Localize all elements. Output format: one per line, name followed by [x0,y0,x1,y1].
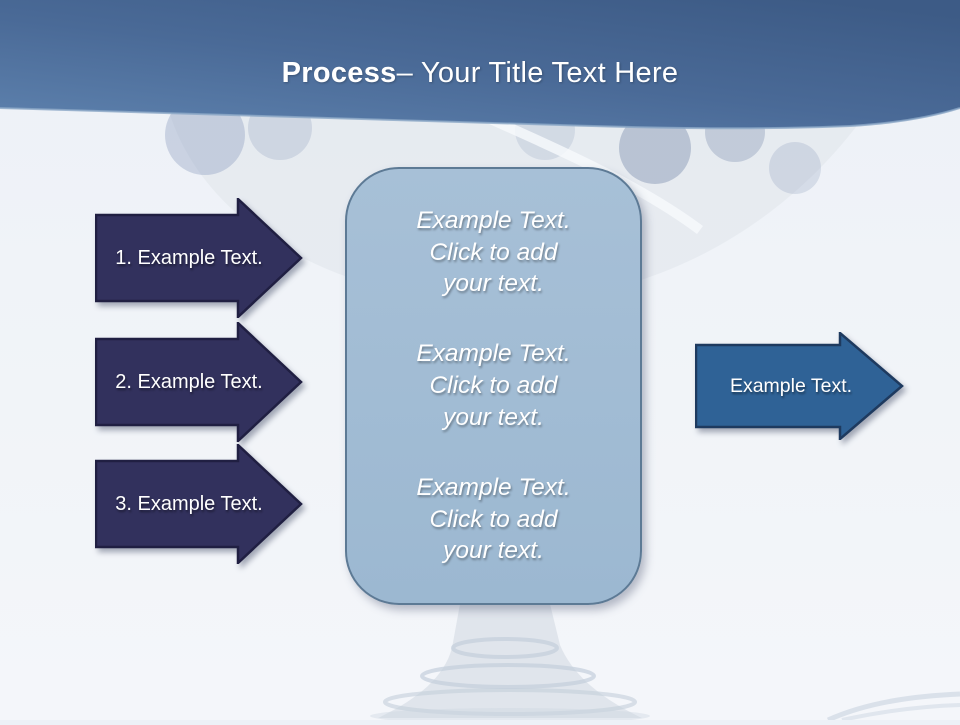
right-arrow-shape [95,444,303,564]
center-text-box[interactable]: Example Text. Click to add your text. Ex… [345,167,642,605]
center-box-paragraph-1[interactable]: Example Text. Click to add your text. [416,206,571,298]
process-step-1-label: 1. Example Text. [115,246,263,269]
header-band [0,0,960,160]
page-title-emphasis: Process [281,56,397,89]
process-step-2-arrow[interactable]: 2. Example Text. [95,322,303,442]
result-arrow[interactable]: Example Text. [695,332,904,440]
center-box-paragraph-2[interactable]: Example Text. Click to add your text. [416,340,571,431]
right-arrow-shape [695,332,904,440]
goblet-base-arcs [826,691,960,723]
process-step-3-label: 3. Example Text. [115,492,263,515]
page-title: Process – Your Title Text Here [0,30,960,116]
header-wave [0,0,960,130]
right-arrow-shape [95,198,303,318]
process-step-1-arrow[interactable]: 1. Example Text. [95,198,303,318]
result-arrow-label: Example Text. [729,374,853,397]
page-title-rest: – Your Title Text Here [396,56,679,89]
right-arrow-shape [95,322,303,442]
center-box-paragraph-3[interactable]: Example Text. Click to add your text. [416,473,571,565]
process-step-3-arrow[interactable]: 3. Example Text. [95,444,303,564]
process-step-2-label: 2. Example Text. [115,370,263,393]
